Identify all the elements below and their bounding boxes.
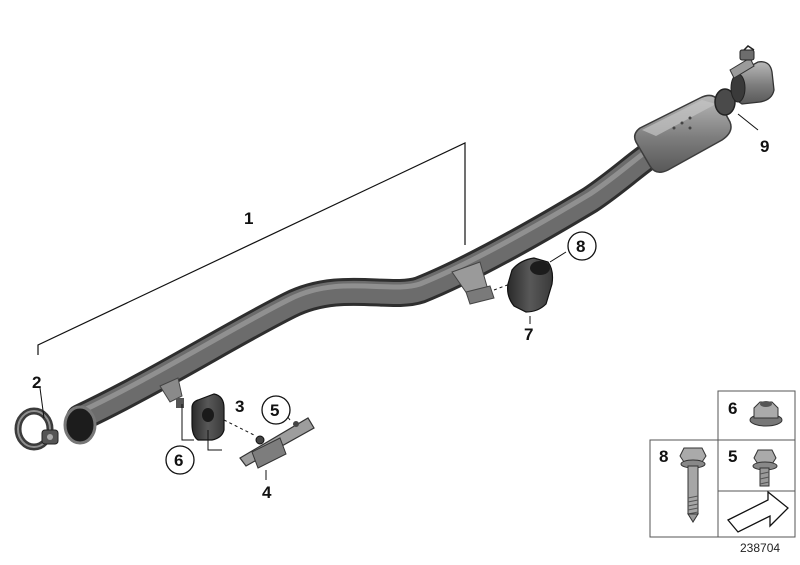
- flange-bolt-icon: [752, 449, 778, 487]
- callout-4: 4: [262, 483, 272, 502]
- pipe-inlet-end: [63, 405, 97, 445]
- part-2-clamp: [14, 407, 59, 451]
- callout-7: 7: [524, 325, 533, 344]
- part-3-rubber-mount: [191, 393, 225, 441]
- silencer-outlet: [714, 88, 736, 116]
- callout-8-ring: [567, 231, 597, 261]
- assembly-lines: [39, 113, 759, 480]
- long-bolt-icon: [679, 447, 707, 523]
- callout-3: 3: [235, 397, 244, 416]
- callout-6-ring: [165, 445, 195, 475]
- exhaust-pipe: [63, 134, 674, 445]
- callout-5-ring: [261, 395, 291, 425]
- callout-2: 2: [32, 373, 41, 392]
- part-4-bracket: [239, 417, 315, 469]
- pipe-hanger-rear: [451, 261, 495, 305]
- callout-5: 5: [270, 401, 279, 420]
- flange-nut-icon: [749, 401, 783, 427]
- part-7-rubber-mount: [507, 257, 554, 313]
- callouts: 1 2 3 4 5 6 7 8 9: [32, 137, 769, 502]
- legend-number-6: 6: [728, 399, 737, 418]
- part-9-connector-sleeve: [729, 45, 775, 105]
- legend-box-8: [649, 439, 719, 538]
- callout-9: 9: [760, 137, 769, 156]
- pipe-hanger-front: [159, 377, 184, 408]
- rear-silencer: [633, 88, 736, 173]
- legend-number-5: 5: [728, 447, 737, 466]
- callout-8: 8: [576, 237, 585, 256]
- legend-box-arrow: [717, 490, 796, 538]
- part-1-bracket: [37, 142, 466, 355]
- diagram-id: 238704: [740, 541, 780, 555]
- callout-6: 6: [174, 451, 183, 470]
- legend-number-8: 8: [659, 447, 668, 466]
- callout-1: 1: [244, 209, 253, 228]
- hardware-legend: [649, 390, 796, 538]
- direction-arrow-icon: [726, 490, 789, 533]
